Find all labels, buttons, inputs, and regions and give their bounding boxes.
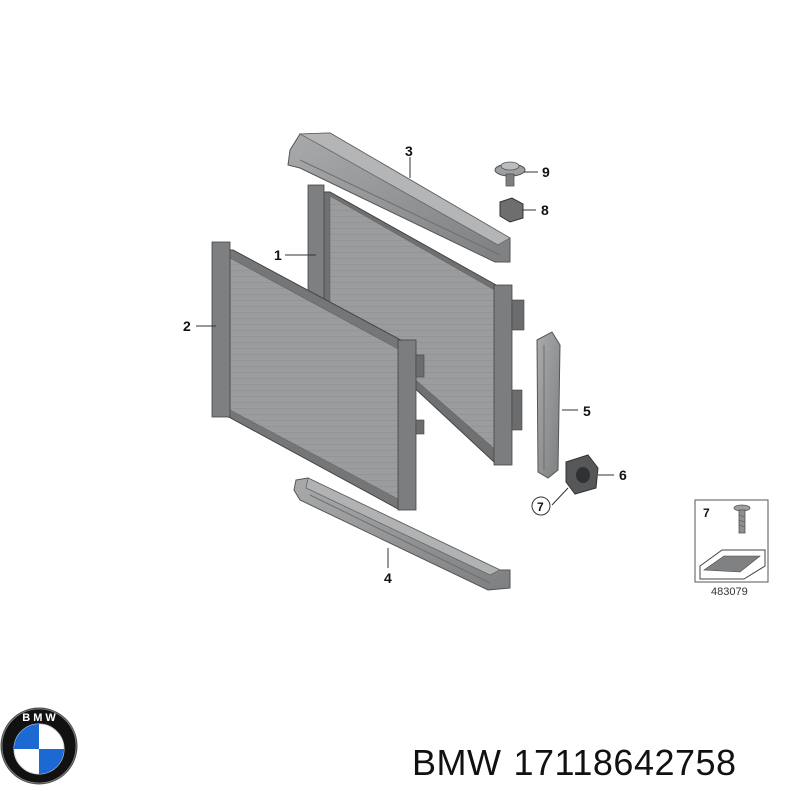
callout-3: 3 <box>405 143 413 159</box>
callout-4: 4 <box>384 570 392 586</box>
logo-letters: B M W <box>22 712 56 724</box>
brand-name: BMW <box>412 742 502 783</box>
arrow-plate-icon <box>699 549 766 580</box>
rear-radiator <box>307 184 525 466</box>
bmw-logo: B M W <box>0 707 78 785</box>
callout-2: 2 <box>183 318 191 334</box>
callout-1: 1 <box>274 247 282 263</box>
lower-air-duct <box>293 477 511 591</box>
screw-icon <box>733 504 751 534</box>
callout-7: 7 <box>537 500 544 514</box>
part-number: 17118642758 <box>513 742 737 783</box>
bracket-8 <box>499 197 524 223</box>
callout-8: 8 <box>541 202 549 218</box>
callout-5: 5 <box>583 403 591 419</box>
upper-air-duct <box>287 132 511 263</box>
diagram-number: 483079 <box>711 586 748 598</box>
rivet-9 <box>494 161 526 187</box>
side-air-guide <box>536 331 561 479</box>
rubber-mount <box>565 454 599 495</box>
front-condenser <box>211 241 425 511</box>
leader-lines <box>196 157 614 568</box>
callout-9: 9 <box>542 164 550 180</box>
brand-part-label: BMW 17118642758 <box>412 742 749 784</box>
inset-label: 7 <box>703 506 710 520</box>
inset-box: 7 483079 <box>694 499 769 598</box>
callout-6: 6 <box>619 467 627 483</box>
callout-7-ring <box>531 496 551 516</box>
